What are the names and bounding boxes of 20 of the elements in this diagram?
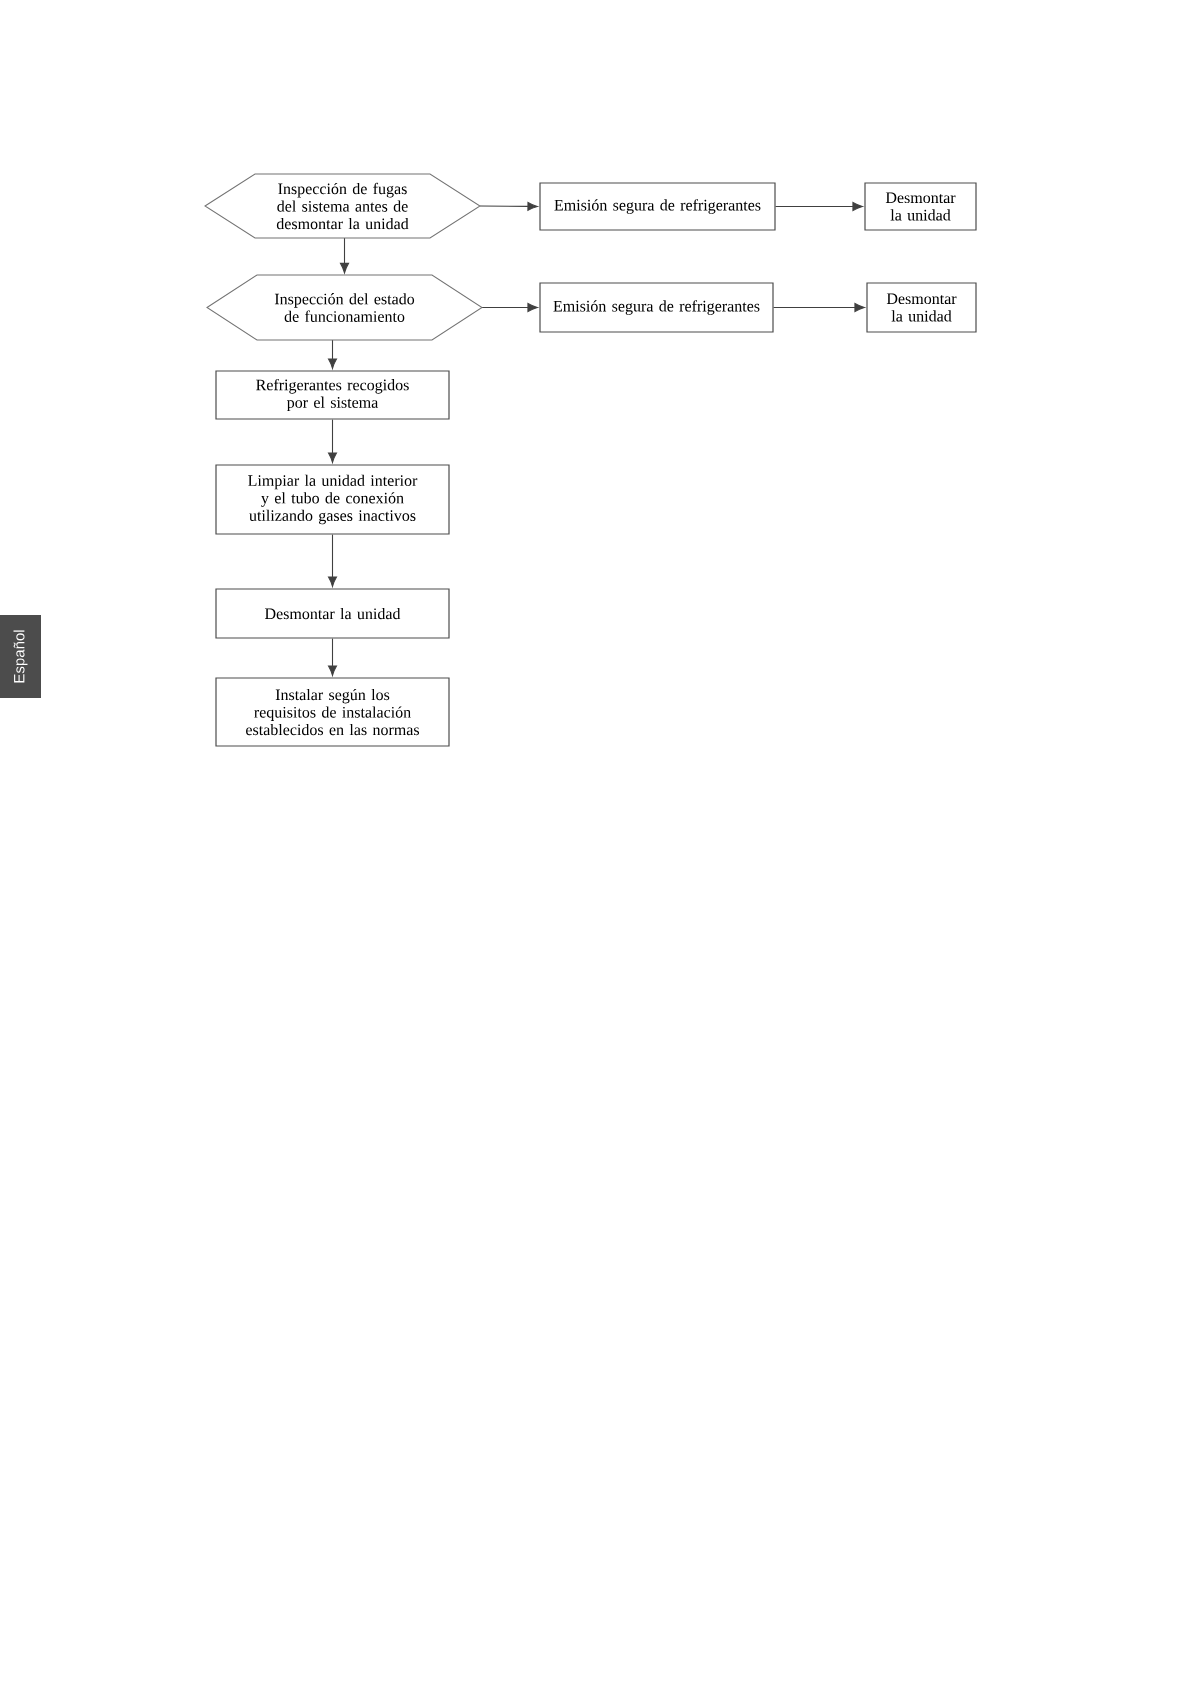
process-box: Desmontar la unidad <box>864 182 977 231</box>
process-box: Emisión segura de refrigerantes <box>539 282 774 333</box>
arrow <box>481 302 538 313</box>
arrow <box>773 302 865 313</box>
arrow <box>327 638 338 676</box>
side-tab: Español <box>0 615 41 698</box>
decision-hexagon: Inspección del estado de funcionamiento <box>206 274 483 341</box>
arrow <box>327 419 338 463</box>
arrow <box>479 201 538 211</box>
arrow <box>339 237 350 274</box>
arrow <box>775 201 863 212</box>
process-box: Desmontar la unidad <box>866 282 977 333</box>
process-box: Emisión segura de refrigerantes <box>539 182 776 231</box>
process-box: Instalar según los requisitos de instalación establecidos en las normas <box>215 677 450 747</box>
process-box: Refrigerantes recogidos por el sistema <box>215 370 450 420</box>
process-box: Desmontar la unidad <box>215 588 450 639</box>
process-box: Limpiar la unidad interior y el tubo de conexión utilizando gases inactivos <box>215 464 450 535</box>
arrow <box>327 339 338 369</box>
decision-hexagon: Inspección de fugas del sistema antes de desmontar la unidad <box>204 173 481 239</box>
arrow <box>327 534 338 587</box>
